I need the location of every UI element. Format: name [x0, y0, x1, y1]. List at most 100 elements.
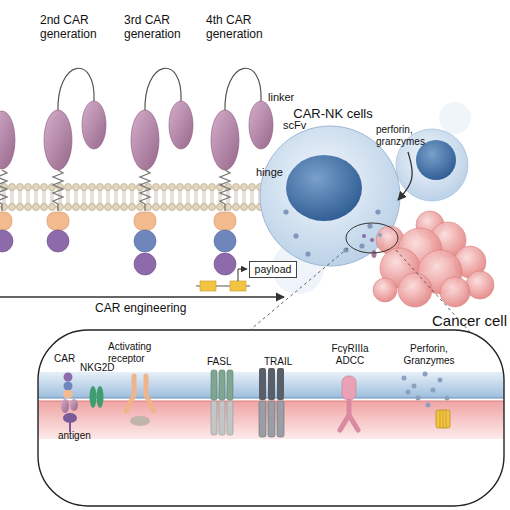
- perforin-granule: [412, 384, 417, 389]
- perforin-granule: [426, 403, 431, 408]
- zoom-marker: [396, 250, 470, 332]
- car-construct: [82, 101, 106, 149]
- car-construct: [211, 110, 239, 170]
- node-label: payload: [250, 262, 296, 277]
- car-receptor: [61, 399, 69, 413]
- payload-gene: [230, 281, 246, 291]
- part-name: hinge: [256, 166, 283, 179]
- process-label: CAR engineering: [95, 301, 186, 315]
- zoom-marker: [250, 248, 348, 330]
- nk-cell: [359, 243, 364, 248]
- nk-cell: [305, 251, 310, 256]
- trail-receptor: [268, 401, 275, 437]
- car-construct: [0, 212, 12, 230]
- payload-gene: [196, 269, 250, 291]
- node-label: CAR-NK cells: [258, 107, 408, 122]
- car-construct: [0, 111, 15, 169]
- connector-arrow: [398, 152, 412, 200]
- car-construct: [53, 170, 63, 211]
- perforin-granule: [406, 390, 411, 395]
- fasl-receptor: [219, 401, 225, 435]
- generation-title: 3rd CAR generation: [124, 13, 188, 41]
- car-receptor: [61, 373, 78, 414]
- fc-receptor: [340, 401, 358, 430]
- car-receptor: [64, 373, 73, 382]
- car-construct: [214, 253, 236, 275]
- fc-receptor: [340, 376, 358, 430]
- car-receptor: [64, 390, 73, 398]
- zoom-inset: [38, 330, 504, 506]
- nk-cell: [286, 155, 362, 221]
- receptor-name: CAR: [54, 353, 75, 365]
- car-construct: [47, 212, 69, 230]
- trail-receptor: [277, 368, 284, 400]
- zoom-marker: [250, 223, 470, 332]
- receptor-name: FASL: [207, 356, 231, 368]
- car-construct: [140, 170, 150, 211]
- perforin-granule: [431, 388, 436, 393]
- process-arrow: [0, 296, 284, 297]
- perforin-pore: [436, 410, 450, 428]
- zoom-marker: [370, 238, 374, 242]
- car-construct: [0, 230, 13, 252]
- fasl-receptor: [227, 401, 233, 435]
- cell-membrane: [0, 183, 296, 211]
- generation-title: 4th CAR generation: [206, 13, 270, 41]
- nkg2d-receptor: [90, 386, 97, 408]
- perforin-pore: [436, 410, 450, 428]
- car-construct: [249, 101, 273, 149]
- trail-receptor: [268, 368, 275, 400]
- zoom-inset: [30, 330, 510, 506]
- car-construct: [131, 110, 159, 170]
- car-construct: [134, 212, 156, 230]
- nkg2d-receptor: [97, 386, 104, 408]
- nk-cell: [439, 102, 471, 134]
- zoom-marker: [378, 233, 382, 237]
- receptor-name: Activating receptor: [108, 341, 168, 365]
- perforin-pore: [440, 410, 441, 428]
- zoom-inset: [38, 401, 504, 439]
- car-construct: [131, 68, 193, 275]
- car-construct: [47, 230, 69, 252]
- perforin-granule: [402, 376, 407, 381]
- trail-receptor: [277, 401, 284, 437]
- trail-receptor: [259, 401, 266, 437]
- antigen: [63, 413, 77, 423]
- fasl-receptor: [219, 370, 225, 400]
- fasl-receptor: [211, 370, 233, 435]
- nk-cell: [367, 223, 372, 228]
- car-construct: [0, 170, 7, 211]
- part-name: linker: [268, 91, 294, 104]
- zoom-marker: [346, 223, 398, 253]
- car-construct: [220, 170, 230, 211]
- nk-cell: [293, 233, 298, 238]
- part-name: scFv: [283, 119, 306, 132]
- car-construct: [134, 230, 156, 252]
- trail-receptor: [259, 368, 266, 400]
- trail-receptor: [259, 368, 284, 437]
- nk-cell: [283, 209, 288, 214]
- activating-receptor: [126, 376, 154, 426]
- fasl-receptor: [227, 370, 233, 400]
- perforin-granule: [416, 396, 421, 401]
- activating-receptor: [130, 416, 150, 426]
- car-construct: [44, 68, 106, 252]
- nkg2d-receptor: [90, 386, 104, 408]
- car-construct: [214, 212, 236, 230]
- fc-receptor: [342, 376, 356, 400]
- perforin-pore: [443, 410, 444, 428]
- payload-box: payload: [249, 261, 297, 278]
- receptor-name: FcγRIIIa ADCC: [322, 343, 378, 367]
- antigen: [63, 413, 77, 432]
- zoom-marker: [362, 234, 366, 238]
- nk-cell: [375, 209, 380, 214]
- perforin-granule: [445, 396, 450, 401]
- payload-gene: [200, 281, 216, 291]
- cancer-cell: [440, 277, 470, 307]
- activating-receptor: [126, 376, 154, 411]
- nk-cell: [372, 250, 377, 258]
- payload-gene: [238, 269, 247, 281]
- ligand-name: antigen: [58, 430, 91, 442]
- fasl-receptor: [211, 401, 217, 435]
